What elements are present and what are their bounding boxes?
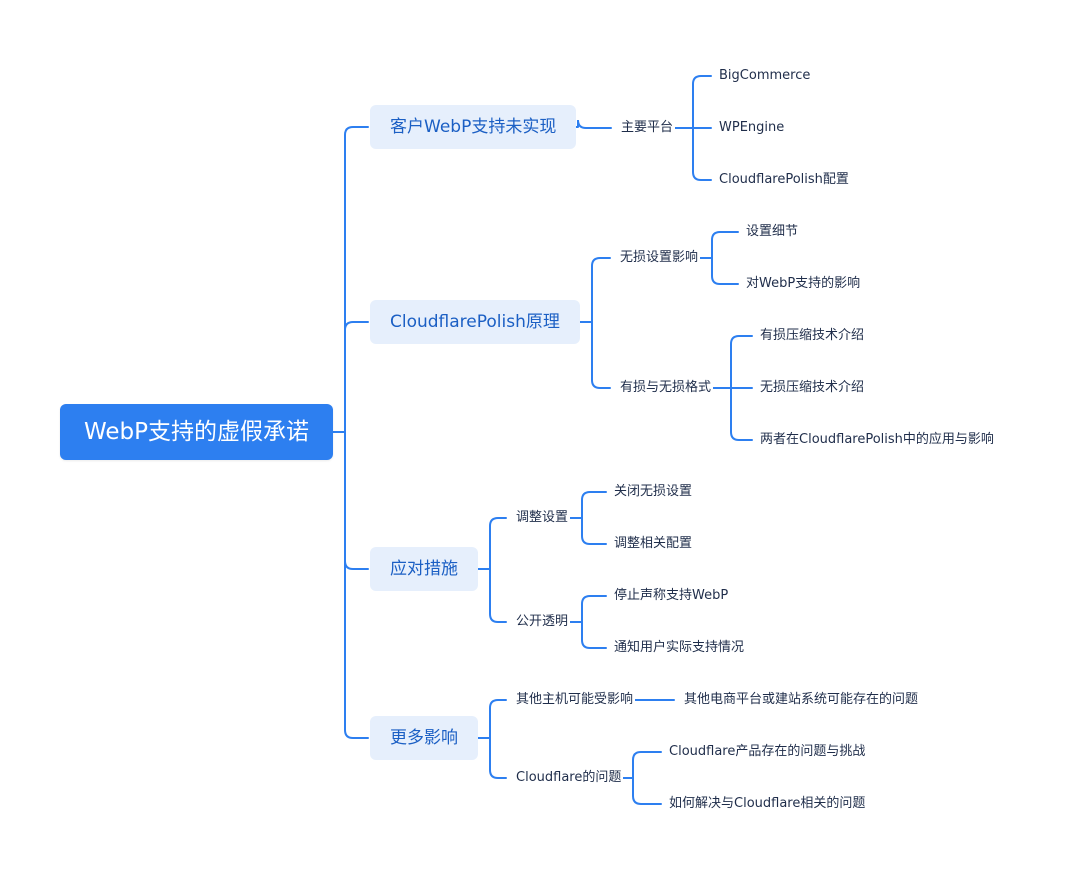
leaf-settings-detail[interactable]: 设置细节 — [744, 222, 801, 242]
connector-platforms — [674, 75, 712, 181]
topic-other-hosts[interactable]: 其他主机可能受影响 — [514, 690, 636, 710]
leaf-both-in-polish[interactable]: 两者在CloudflarePolish中的应用与影响 — [758, 430, 996, 450]
branch-node-polish-principle[interactable]: CloudflarePolish原理 — [370, 300, 580, 344]
branch-node-more-impact[interactable]: 更多影响 — [370, 716, 478, 760]
leaf-cloudflare-solutions[interactable]: 如何解决与Cloudflare相关的问题 — [667, 794, 868, 814]
connector-lossy-lossless — [712, 335, 753, 441]
leaf-other-platforms[interactable]: 其他电商平台或建站系统可能存在的问题 — [682, 690, 921, 710]
connector-branch-2 — [579, 257, 611, 389]
root-node[interactable]: WebP支持的虚假承诺 — [60, 404, 334, 460]
leaf-wpengine[interactable]: WPEngine — [717, 118, 787, 138]
connector-cloudflare-issues — [622, 751, 662, 805]
leaf-cloudflare-challenges[interactable]: Cloudflare产品存在的问题与挑战 — [667, 742, 868, 762]
topic-lossy-lossless[interactable]: 有损与无损格式 — [618, 378, 714, 398]
leaf-lossless-intro[interactable]: 无损压缩技术介绍 — [758, 378, 867, 398]
connector-adjust-settings — [569, 491, 607, 545]
connector-branch-3 — [477, 517, 507, 623]
topic-adjust-settings[interactable]: 调整设置 — [514, 508, 571, 528]
topic-main-platforms[interactable]: 主要平台 — [619, 118, 676, 138]
leaf-webp-impact[interactable]: 对WebP支持的影响 — [744, 274, 863, 294]
topic-lossless-impact[interactable]: 无损设置影响 — [618, 248, 701, 268]
leaf-notify-users[interactable]: 通知用户实际支持情况 — [612, 638, 747, 658]
leaf-polish-config[interactable]: CloudflarePolish配置 — [717, 170, 851, 190]
connector-transparency — [569, 595, 607, 649]
leaf-adjust-config[interactable]: 调整相关配置 — [612, 534, 695, 554]
connector-branch-4 — [477, 699, 507, 779]
leaf-stop-claiming[interactable]: 停止声称支持WebP — [612, 586, 731, 606]
connector-lossless-impact — [699, 231, 739, 285]
connector-branch-1 — [575, 119, 612, 129]
topic-cloudflare-issues[interactable]: Cloudflare的问题 — [514, 768, 624, 788]
branch-node-countermeasures[interactable]: 应对措施 — [370, 547, 478, 591]
topic-transparency[interactable]: 公开透明 — [514, 612, 571, 632]
connector-root — [332, 126, 369, 739]
leaf-lossy-intro[interactable]: 有损压缩技术介绍 — [758, 326, 867, 346]
branch-node-customer-webp[interactable]: 客户WebP支持未实现 — [370, 105, 577, 149]
leaf-disable-lossless[interactable]: 关闭无损设置 — [612, 482, 695, 502]
leaf-bigcommerce[interactable]: BigCommerce — [717, 66, 813, 86]
